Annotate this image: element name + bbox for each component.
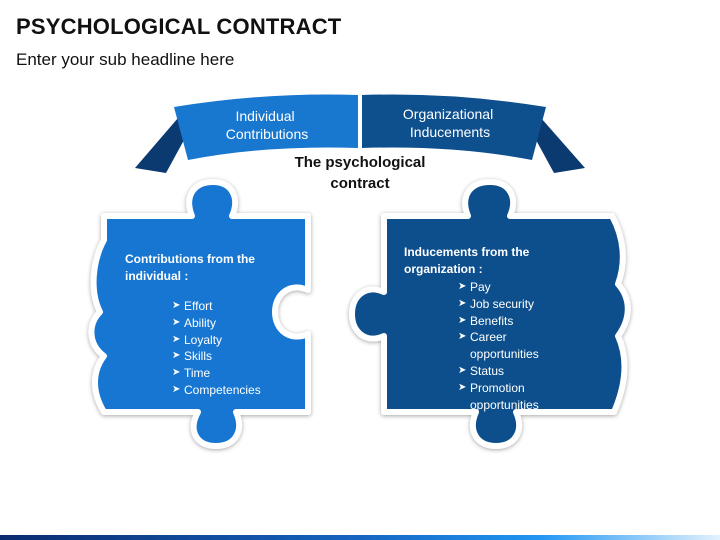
arrowhead-bullet-icon: ➤ (458, 364, 467, 376)
list-item: ➤Status (458, 363, 505, 378)
arrowhead-bullet-icon: ➤ (172, 300, 181, 311)
bottom-accent-bar (0, 535, 720, 540)
left-piece-heading: Contributions from the individual : (125, 251, 305, 285)
banner-right-text: Organizational Inducements (403, 106, 497, 140)
left-heading-line-2: individual : (125, 269, 189, 283)
list-item: ➤Effort (172, 299, 213, 313)
arrowhead-bullet-icon: ➤ (458, 331, 467, 343)
list-item: ➤Loyalty (172, 332, 223, 347)
arrowhead-bullet-icon: ➤ (172, 316, 181, 328)
right-heading-line-1: Inducements from the (404, 245, 530, 259)
arrowhead-bullet-icon: ➤ (458, 281, 467, 292)
center-label: The psychological contract (270, 152, 450, 194)
banner-left-tail (135, 118, 184, 173)
list-item: ➤Pay (458, 280, 491, 294)
left-puzzle-piece (88, 179, 311, 449)
page-subtitle: Enter your sub headline here (16, 50, 235, 69)
page-title: PSYCHOLOGICAL CONTRACT (16, 14, 342, 39)
arrowhead-bullet-icon: ➤ (172, 367, 181, 379)
list-item: ➤Benefits (458, 313, 514, 328)
banner-left-band (174, 94, 358, 160)
list-item: ➤Job security (458, 296, 535, 311)
arrowhead-bullet-icon: ➤ (458, 297, 467, 309)
left-piece-list: ➤Effort ➤Ability ➤Loyalty ➤Skills ➤Time … (172, 298, 305, 399)
list-item: ➤Skills (172, 349, 213, 364)
arrowhead-bullet-icon: ➤ (172, 333, 181, 345)
arrowhead-bullet-icon: ➤ (458, 314, 467, 326)
left-heading-line-1: Contributions from the (125, 252, 255, 266)
arrowhead-bullet-icon: ➤ (172, 383, 181, 395)
right-puzzle-piece (349, 179, 631, 449)
right-heading-line-2: organization : (404, 262, 483, 276)
center-label-line-2: contract (330, 175, 390, 192)
right-piece-content: Inducements from the organization : ➤Pay… (404, 244, 604, 413)
banner-left-text: Individual Contributions (226, 108, 309, 142)
list-item: ➤Ability (172, 315, 217, 330)
arrowhead-bullet-icon: ➤ (172, 350, 181, 362)
center-label-line-1: The psychological (294, 154, 426, 171)
list-item: ➤Competencies (172, 382, 261, 397)
banner-right-band (362, 94, 546, 160)
right-piece-heading: Inducements from the organization : (404, 244, 604, 278)
left-piece-content: Contributions from the individual : ➤Eff… (125, 251, 305, 399)
banner-right-tail (536, 118, 585, 173)
arrowhead-bullet-icon: ➤ (458, 381, 467, 393)
list-item: ➤Time (172, 366, 211, 381)
